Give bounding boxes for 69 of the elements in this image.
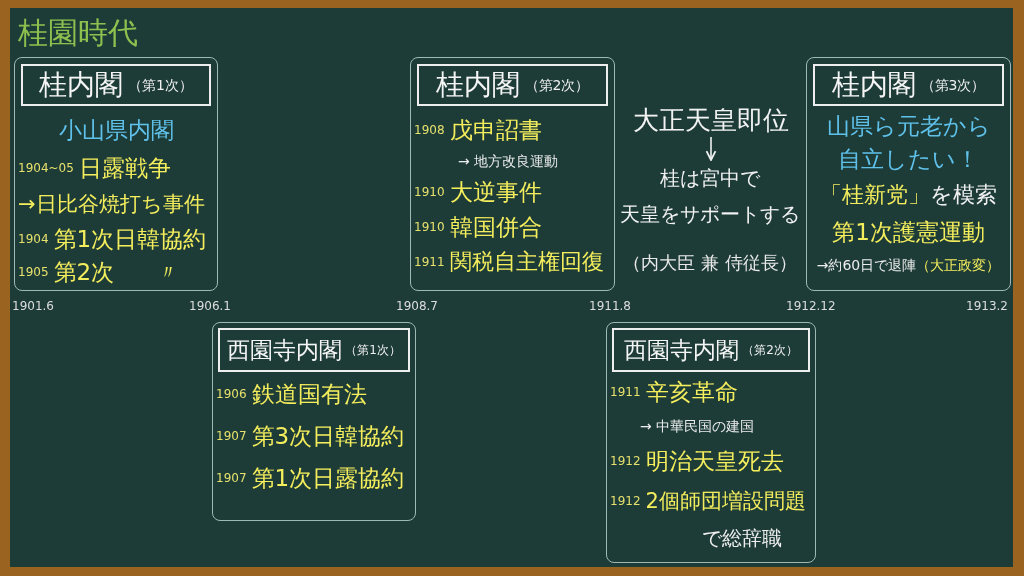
event-text: 第1次護憲運動 [832,218,985,247]
event-text: 桂は宮中で天皇をサポートする [619,165,801,228]
event-text: を模索 [930,181,997,209]
event-text: 戊申詔書 [449,116,542,145]
cabinet-name: 桂内閣 [39,67,124,103]
cabinet-name: 西園寺内閣 [624,336,740,365]
date-label: 1906.1 [189,298,231,314]
result-text: → 中華民国の建国 [640,417,755,436]
year-label: 1911 [414,256,445,268]
event-text: 大逆事件 [449,178,542,207]
board-title: 桂園時代 [18,14,138,52]
event-text: 日露戦争 [78,154,171,183]
date-label: 1912.12 [786,298,836,314]
date-label: 1913.2 [966,298,1008,314]
cabinet-header-box [612,328,810,372]
cabinet-card [212,322,416,521]
year-label: 1907 [216,430,247,442]
cabinet-card [606,322,816,563]
year-label: 1911 [610,386,641,398]
year-label: 1907 [216,472,247,484]
cabinet-card [410,57,615,291]
year-label: 1912 [610,495,641,507]
year-label: 1904~05 [18,162,74,174]
year-label: 1906 [216,388,247,400]
cabinet-name: 桂内閣 [435,67,520,103]
event-text: 第3次日韓協約 [251,422,405,451]
year-label: 1910 [414,186,445,198]
cabinet-header-box [813,64,1004,106]
term-label: （第2次） [742,342,798,359]
year-label: 1910 [414,221,445,233]
result-text: →約60日で退陣 [816,256,917,275]
cabinet-name: 桂内閣 [831,67,916,103]
year-label: 1904 [18,233,49,245]
cabinet-card [14,57,218,291]
year-label: 1905 [18,266,49,278]
event-text: 第1次日露協約 [251,464,405,493]
event-text: 関税自主権回復 [449,248,604,276]
event-text: 明治天皇死去 [645,447,784,476]
event-text: 韓国併合 [449,213,542,242]
year-label: 1908 [414,124,445,136]
ditto-mark: 〃 [158,259,179,286]
term-label: （第2次） [524,76,590,95]
event-text: 2個師団増設問題 [645,488,806,515]
cabinet-name: 西園寺内閣 [227,336,343,365]
year-label: 1912 [610,455,641,467]
result-text: で総辞職 [702,525,782,552]
cabinet-header-box [417,64,608,106]
event-text: 第2次 [53,258,115,287]
term-label: （第1次） [345,342,401,359]
cabinet-header-box [21,64,211,106]
date-label: 1908.7 [396,298,438,314]
cabinet-header-box [218,328,410,372]
event-text: 大正天皇即位 [633,104,789,137]
note-text: （大正政変） [916,256,1001,275]
result-text: → 地方改良運動 [458,152,559,171]
arrow [705,136,717,161]
event-text: 第1次日韓協約 [53,225,207,254]
cabinet-card [806,57,1011,291]
note-text: 山県ら元老から自立したい！ [825,112,992,174]
event-text: 鉄道国有法 [251,380,367,409]
term-label: （第3次） [920,76,986,95]
note-text: 小山県内閣 [58,116,174,145]
term-label: （第1次） [128,76,193,95]
event-text: 「桂新党」 [820,181,930,209]
date-label: 1911.8 [589,298,631,314]
date-label: 1901.6 [12,298,54,314]
note-text: （内大臣 兼 侍従長） [623,251,797,275]
event-text: 辛亥革命 [645,378,738,407]
event-text: →日比谷焼打ち事件 [18,191,205,218]
